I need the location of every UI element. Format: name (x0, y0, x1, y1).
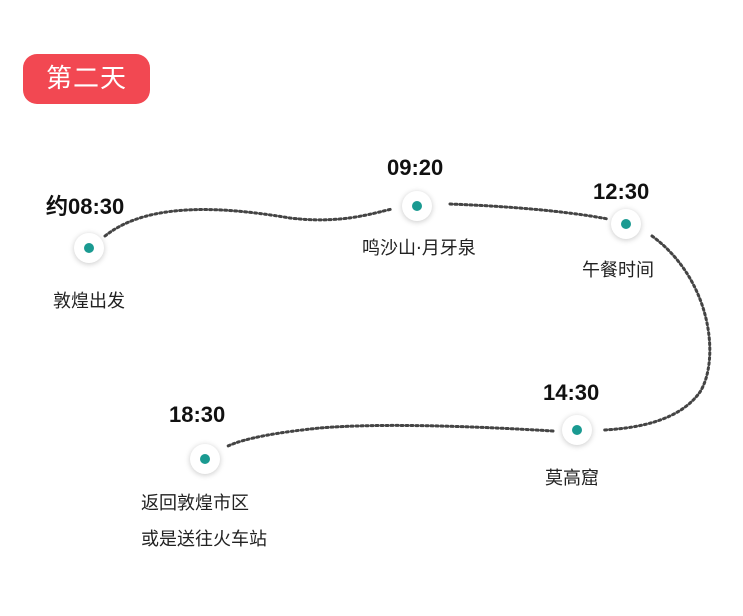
stop-time-4: 14:30 (543, 380, 600, 405)
stop-time-3: 12:30 (593, 179, 650, 204)
stop-label-3: 午餐时间 (582, 260, 654, 281)
stop-node-2 (402, 191, 432, 221)
stop-time-2: 09:20 (387, 155, 444, 180)
stop-label-5-line1: 返回敦煌市区 (141, 493, 249, 514)
node-dot (621, 219, 631, 229)
stop-node-1 (74, 233, 104, 263)
stop-label-4: 莫高窟 (545, 468, 599, 489)
stop-node-3 (611, 209, 641, 239)
stop-label-5-line2: 或是送往火车站 (141, 529, 267, 550)
stop-label-2: 鸣沙山·月牙泉 (362, 238, 476, 259)
stop-time-1: 约08:30 (46, 194, 125, 219)
day-badge: 第二天 (23, 54, 150, 104)
node-dot (84, 243, 94, 253)
node-dot (572, 425, 582, 435)
stop-time-5: 18:30 (169, 402, 226, 427)
stop-label-1: 敦煌出发 (53, 291, 125, 312)
node-dot (412, 201, 422, 211)
node-dot (200, 454, 210, 464)
stop-node-4 (562, 415, 592, 445)
stop-node-5 (190, 444, 220, 474)
